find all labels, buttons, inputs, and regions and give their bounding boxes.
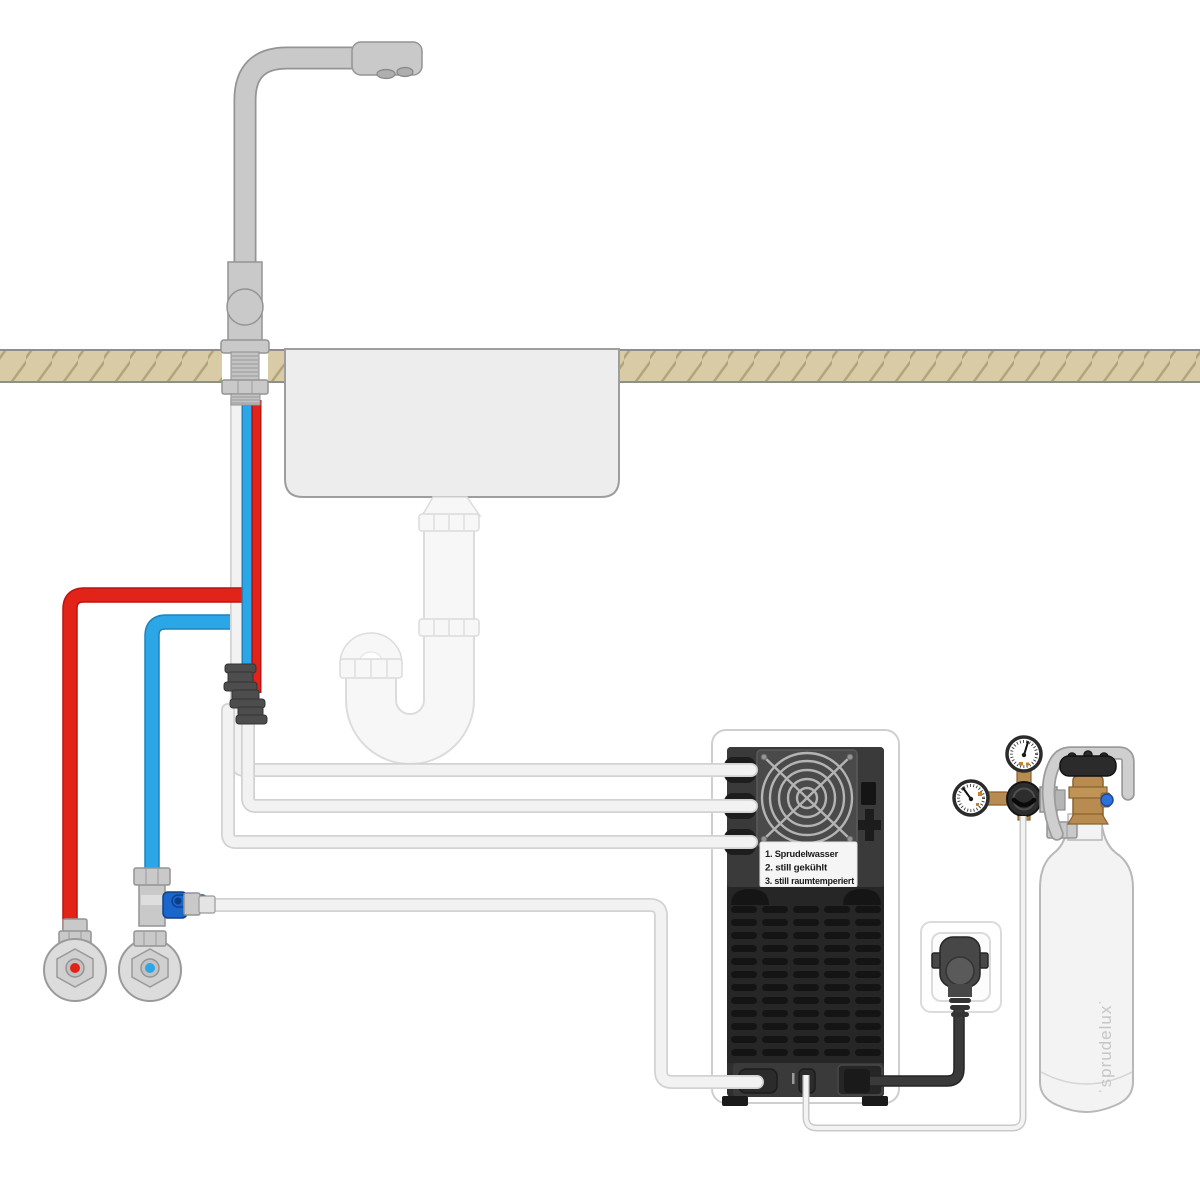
still-ambient-line [221, 703, 758, 849]
faucet-spout-outline [233, 46, 370, 346]
fan-screw [760, 753, 768, 761]
regulator-body-groove [1011, 797, 1037, 808]
vent-cutout-left [731, 889, 769, 905]
working-pressure-gauge [1005, 735, 1043, 773]
hot-water-line [62, 587, 258, 930]
valve-handwheel [1059, 750, 1117, 777]
compression-fitting [183, 892, 201, 916]
fan-screw [760, 835, 768, 843]
valve-nut [133, 930, 167, 947]
feed-water-line [207, 898, 764, 1089]
quick-connect-fittings [223, 663, 268, 725]
gauge-mark [1019, 762, 1023, 766]
lever-pivot [174, 897, 182, 905]
hot-angle-valve [43, 918, 107, 1002]
unit-side-bracket [858, 809, 881, 841]
cold-indicator-dot [145, 963, 155, 973]
cold-angle-valve [118, 867, 216, 1002]
vent-grille-slots [731, 906, 883, 1062]
plug-neck [948, 984, 972, 997]
vent-cutout-right [843, 889, 881, 905]
gauge-ticks [957, 784, 985, 812]
unit-foot-left [722, 1096, 748, 1106]
cylinder-handle [1041, 746, 1135, 841]
drain-siphon [339, 496, 482, 765]
power-cable [844, 1006, 965, 1093]
shutoff-ball-valve [162, 891, 216, 919]
siphon-u-bend [347, 512, 473, 763]
valve-collar [62, 918, 88, 933]
label-line-3: 3. still raumtemperiert [765, 876, 854, 886]
siphon-outlet-dome [339, 632, 403, 665]
gauge-hub [968, 796, 974, 802]
faucet-nozzle [396, 66, 414, 78]
regulator-connector-nut [1054, 789, 1066, 811]
power-plug [931, 936, 989, 1017]
cooling-carbonator-unit: 1. Sprudelwasser 2. still gekühlt 3. sti… [711, 729, 900, 1106]
unit-switch [861, 782, 876, 805]
faucet-nozzle [376, 68, 396, 80]
co2-cylinder-assembly: ˈsprudelux˙ [952, 735, 1135, 1114]
tubing [62, 393, 1027, 1132]
gauge-needle [962, 787, 972, 800]
iec-connector [844, 1069, 870, 1093]
drain-nut-lower [418, 618, 480, 637]
co2-cylinder [1039, 817, 1134, 1114]
unit-foot-right [862, 1096, 888, 1106]
faucet-threaded-shank [230, 351, 260, 381]
siphon-outlet-nut [339, 658, 403, 679]
cylinder-bottom-seam [1040, 1071, 1133, 1085]
valve-base-flare [1066, 813, 1110, 825]
fan-screw [846, 753, 854, 761]
cylinder-brand-text: ˈsprudelux˙ [1096, 998, 1115, 1094]
faucet-tail-collar [230, 393, 261, 406]
pressure-regulator [952, 735, 1066, 821]
cold-water-line [144, 614, 248, 876]
faucet-spout [235, 48, 370, 346]
port-marking [792, 1073, 795, 1084]
tee-adapter [133, 867, 171, 927]
gauge-mark [976, 803, 979, 806]
plug-cable-boot [949, 998, 971, 1017]
tee-top-nut [133, 867, 171, 886]
fan-grille [756, 749, 858, 847]
faucet-flange [220, 339, 270, 354]
gauge-mark [1026, 762, 1029, 766]
drain-tailpipe-funnel [420, 496, 482, 517]
drain-nut-upper [418, 513, 480, 532]
gauge-mark [978, 792, 982, 796]
plug-face [945, 956, 975, 986]
still-cooled-line [241, 703, 758, 813]
sink-basin [284, 348, 620, 498]
faucet-ball-joint [226, 288, 264, 326]
valve-safety-screw [1100, 793, 1114, 807]
cylinder-valve [1059, 750, 1117, 825]
bottle-pressure-gauge [952, 779, 990, 817]
tee-highlight [141, 895, 163, 905]
faucet-mounting-nut [221, 379, 269, 395]
gauge-needle [1023, 741, 1029, 756]
hot-indicator-dot [70, 963, 80, 973]
dispense-type-label: 1. Sprudelwasser 2. still gekühlt 3. sti… [759, 841, 858, 888]
gauge-hub [1021, 752, 1027, 758]
compression-nut [198, 895, 216, 914]
fan-screw [846, 835, 854, 843]
drinking-water-faucet [220, 41, 423, 406]
co2-line [802, 816, 1027, 1132]
gauge-ticks [1010, 740, 1038, 768]
label-line-2: 2. still gekühlt [765, 863, 827, 873]
label-line-1: 1. Sprudelwasser [765, 849, 839, 859]
